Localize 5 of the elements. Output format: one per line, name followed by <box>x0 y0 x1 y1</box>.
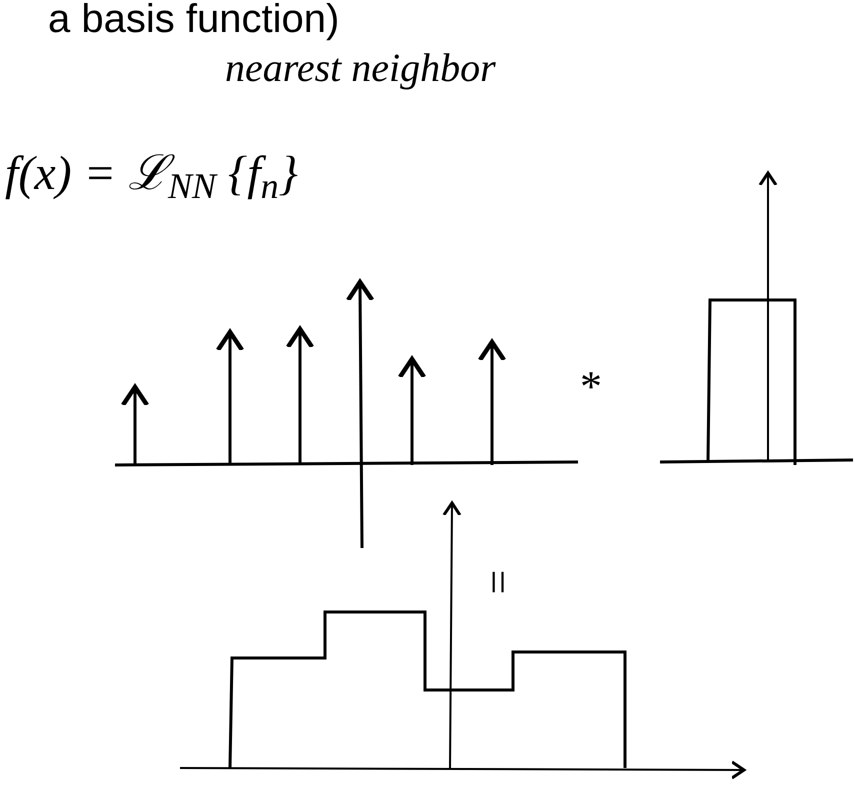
equation: f(x) = ℒ$_{NN}$ {f$_{n}$} <box>5 150 298 198</box>
handwritten-note: nearest neighbor <box>225 48 496 88</box>
convolution-symbol: * <box>580 365 602 409</box>
slide-title: a basis function) <box>48 0 340 43</box>
equals-sign: = <box>475 570 520 594</box>
